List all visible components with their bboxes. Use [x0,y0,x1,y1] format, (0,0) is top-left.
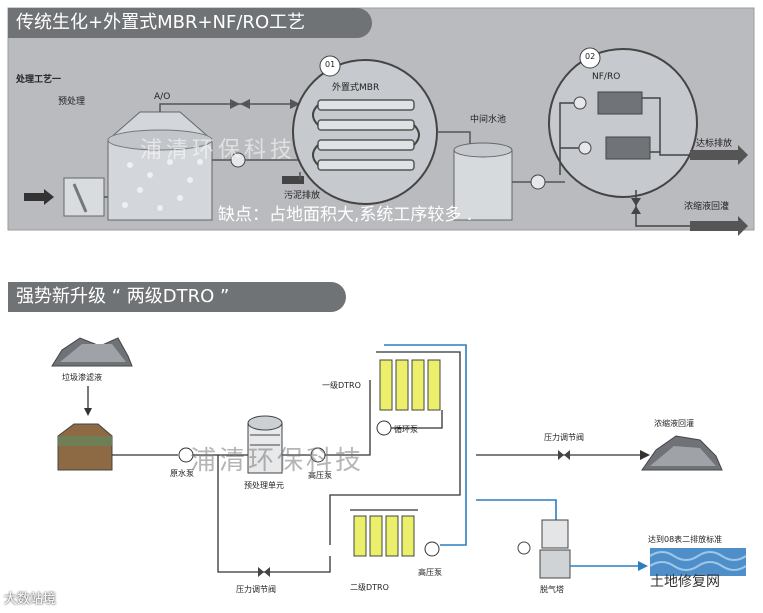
pressure-valve1-label: 压力调节阀 [544,433,584,442]
circulation-pump-icon [376,420,392,436]
degas-tower [541,519,569,549]
feed-arrow [24,189,54,205]
drawback-note: 缺点：占地面积大,系统工序较多 . [218,205,473,225]
mbr-number: 01 [325,60,336,69]
mid-pool-label: 中间水池 [470,115,507,125]
pretreat-unit [247,422,283,474]
leachate-pool-icon [57,423,113,471]
hp-pump1-label: 高压泵 [308,471,332,480]
leachate-label: 垃圾渗滤液 [62,373,102,382]
footer-right-text: 土地修复网 [650,574,720,590]
stage1-dtro-modules [379,359,441,411]
hp-pump2-label: 高压泵 [418,568,442,577]
nfro-unit [548,48,698,198]
mbr-label: 外置式MBR [332,83,380,93]
section1-title: 传统生化+外置式MBR+NF/RO工艺 [8,8,372,38]
concentrate-arrow [690,216,748,236]
degas-label: 脱气塔 [540,585,564,594]
nfro-label: NF/RO [592,72,621,82]
watermark-2: 浦清环保科技 [190,446,365,476]
process-label: 处理工艺一 [16,75,62,85]
hp-pump2-icon [424,541,440,557]
concentrate2-label: 浓缩液回灌 [654,419,694,428]
nfro-number: 02 [585,52,596,61]
concentrate-label: 浓缩液回灌 [684,202,730,212]
nfro-feed-pump-icon [530,174,546,190]
sludge-label: 污泥排放 [284,191,321,201]
standard-label: 达到08表二排放标准 [648,535,723,544]
circ-pump-label: 循环泵 [394,425,418,434]
raw-pump-label: 原水泵 [170,469,194,478]
footer-left-text: 大数站境 [4,592,57,607]
ao-label: A/O [154,92,171,102]
section2-title: 强势新升级 “ 两级DTRO ” [8,282,346,312]
pressure-valve2-label: 压力调节阀 [236,585,276,594]
discharge-arrow [690,145,748,165]
discharge-label: 达标排放 [696,139,733,149]
stage2-dtro-modules [353,515,415,557]
stage2-label: 二级DTRO [350,583,389,592]
stage1-label: 一级DTRO [322,381,361,390]
pre-unit-label: 预处理单元 [244,481,284,490]
watermark-1: 浦清环保科技 [140,138,297,163]
pretreat-label: 预处理 [58,97,86,107]
